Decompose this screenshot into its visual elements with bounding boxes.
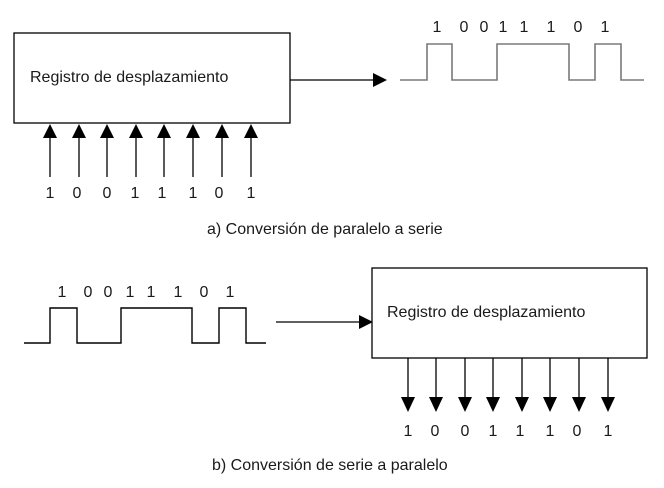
- parallel-input-arrow: [129, 124, 143, 177]
- input-bit: 0: [215, 185, 224, 202]
- serial-bit: 1: [58, 284, 67, 301]
- shift-register-box-a: [13, 32, 291, 124]
- arrow-down-icon: [543, 397, 557, 412]
- serial-bits-b: 1 0 0 1 1 1 0 1: [58, 284, 235, 301]
- arrow-up-icon: [244, 124, 258, 138]
- output-bit: 0: [461, 423, 470, 440]
- serial-bit: 1: [547, 19, 556, 36]
- shift-register-box-b: [371, 267, 648, 359]
- output-bit: 1: [489, 423, 498, 440]
- arrow-down-icon: [515, 397, 529, 412]
- arrow-down-icon: [572, 397, 586, 412]
- register-label-a: Registro de desplazamiento: [30, 69, 228, 86]
- section-parallel-to-serial: Registro de desplazamiento 1 0 0 1 1 1 0…: [13, 19, 644, 238]
- serial-bit: 1: [126, 284, 135, 301]
- output-bit: 1: [516, 423, 525, 440]
- serial-bit: 0: [104, 284, 113, 301]
- serial-bit: 0: [460, 19, 469, 36]
- output-bit: 0: [573, 423, 582, 440]
- section-serial-to-parallel: 1 0 0 1 1 1 0 1 Registro de desplazamien…: [24, 267, 648, 474]
- caption-b: b) Conversión de serie a paralelo: [212, 457, 448, 474]
- serial-bit: 1: [226, 284, 235, 301]
- input-bit: 1: [46, 185, 55, 202]
- serial-bit: 0: [574, 19, 583, 36]
- parallel-input-bits-a: 1 0 0 1 1 1 0 1: [46, 185, 256, 202]
- arrow-up-icon: [72, 124, 86, 138]
- parallel-output-arrow: [543, 358, 557, 412]
- arrow-up-icon: [215, 124, 229, 138]
- output-bit: 0: [431, 423, 440, 440]
- arrow-up-icon: [186, 124, 200, 138]
- parallel-inputs-a: [43, 124, 258, 177]
- arrow-down-icon: [401, 397, 415, 412]
- arrow-up-icon: [43, 124, 57, 138]
- input-bit: 1: [131, 185, 140, 202]
- parallel-output-arrow: [401, 358, 415, 412]
- input-bit: 1: [158, 185, 167, 202]
- input-bit: 0: [73, 185, 82, 202]
- serial-bits-a: 1 0 0 1 1 1 0 1: [433, 19, 610, 36]
- arrow-down-icon: [486, 397, 500, 412]
- parallel-input-arrow: [186, 124, 200, 177]
- serial-bit: 0: [480, 19, 489, 36]
- parallel-input-arrow: [244, 124, 258, 177]
- arrow-down-icon: [601, 397, 615, 412]
- serial-bit: 1: [520, 19, 529, 36]
- caption-a: a) Conversión de paralelo a serie: [207, 221, 443, 238]
- serial-waveform-b: [24, 307, 266, 344]
- register-label-b: Registro de desplazamiento: [387, 304, 585, 321]
- arrow-up-icon: [157, 124, 171, 138]
- arrow-right-icon: [359, 315, 373, 329]
- arrow-up-icon: [129, 124, 143, 138]
- serial-bit: 1: [601, 19, 610, 36]
- parallel-output-arrow: [572, 358, 586, 412]
- parallel-output-arrow: [486, 358, 500, 412]
- output-bit: 1: [604, 423, 613, 440]
- parallel-input-arrow: [157, 124, 171, 177]
- input-bit: 1: [189, 185, 198, 202]
- parallel-output-arrow: [515, 358, 529, 412]
- parallel-input-arrow: [100, 124, 114, 177]
- serial-waveform-a: [400, 43, 644, 81]
- arrow-down-icon: [458, 397, 472, 412]
- parallel-input-arrow: [215, 124, 229, 177]
- output-bit: 1: [404, 423, 413, 440]
- serial-bit: 1: [147, 284, 156, 301]
- serial-bit: 0: [200, 284, 209, 301]
- parallel-outputs-b: [401, 358, 615, 412]
- input-bit: 1: [247, 185, 256, 202]
- input-bit: 0: [103, 185, 112, 202]
- serial-bit: 0: [84, 284, 93, 301]
- parallel-input-arrow: [72, 124, 86, 177]
- serial-bit: 1: [499, 19, 508, 36]
- parallel-output-arrow: [429, 358, 443, 412]
- output-bit: 1: [546, 423, 555, 440]
- arrow-up-icon: [100, 124, 114, 138]
- parallel-output-arrow: [601, 358, 615, 412]
- arrow-down-icon: [429, 397, 443, 412]
- parallel-output-bits-b: 1 0 0 1 1 1 0 1: [404, 423, 613, 440]
- arrow-right-icon: [373, 73, 387, 87]
- serial-bit: 1: [433, 19, 442, 36]
- serial-bit: 1: [174, 284, 183, 301]
- parallel-input-arrow: [43, 124, 57, 177]
- parallel-output-arrow: [458, 358, 472, 412]
